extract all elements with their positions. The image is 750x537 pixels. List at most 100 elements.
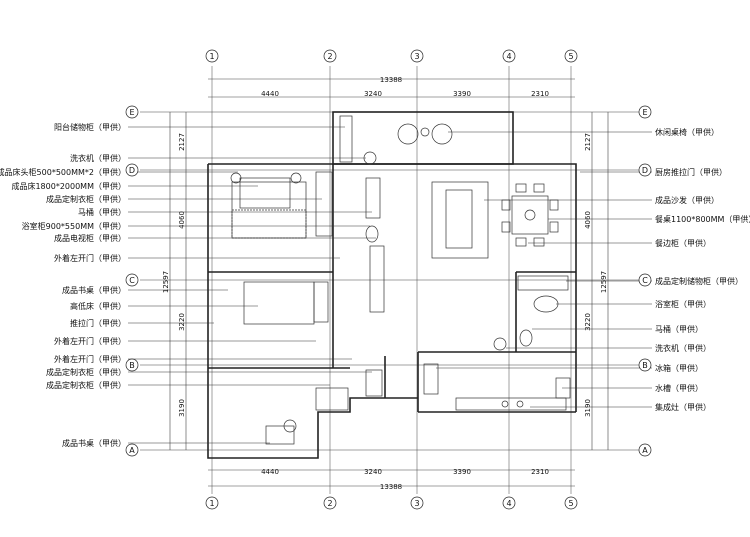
grid-column-bottom-label: 3 xyxy=(414,499,419,508)
grid-row-left-bubble xyxy=(125,273,139,287)
left-annotation-label: 外着左开门（甲供） xyxy=(54,253,126,263)
grid-column-bottom-bubble xyxy=(323,496,337,510)
stove-icon xyxy=(516,400,524,408)
storage-cabinet-icon xyxy=(517,275,569,291)
dim-bottom-2: 3240 xyxy=(364,468,382,476)
wardrobe-icon xyxy=(315,387,349,411)
left-annotation-label: 外着左开门（甲供） xyxy=(54,336,126,346)
right-annotation-label: 成品定制储物柜（甲供） xyxy=(655,276,743,286)
right-annotation-label: 餐桌1100*800MM（甲供） xyxy=(655,214,750,224)
grid-column-top-bubble xyxy=(564,49,578,63)
stove-icon xyxy=(501,400,509,408)
grid-column-top-label: 2 xyxy=(327,52,332,61)
left-annotation-label: 成品定制衣柜（甲供） xyxy=(46,194,126,204)
dim-left-2: 4060 xyxy=(178,211,186,229)
left-annotation-label: 成品书桌（甲供） xyxy=(62,438,126,448)
grid-row-left-label: A xyxy=(129,446,135,455)
grid-column-bottom-bubble xyxy=(502,496,516,510)
dim-left-total: 12597 xyxy=(162,271,170,293)
vanity-icon xyxy=(365,177,381,219)
grid-column-top-bubble xyxy=(205,49,219,63)
nightstand-lamp-icon xyxy=(290,172,302,184)
dim-left-3: 3220 xyxy=(178,313,186,331)
sofa-icon xyxy=(431,181,489,259)
grid-column-top-bubble xyxy=(410,49,424,63)
walls xyxy=(207,111,577,459)
leisure-chair-icon xyxy=(397,123,419,145)
left-annotation-label: 马桶（甲供） xyxy=(78,207,126,217)
toilet-icon xyxy=(519,329,533,347)
left-annotation-label: 成品书桌（甲供） xyxy=(62,285,126,295)
dim-top-3: 3390 xyxy=(453,90,471,98)
grid-row-right-bubble xyxy=(638,443,652,457)
bunk-bed-icon xyxy=(243,281,315,325)
left-annotation-label: 洗衣机（甲供） xyxy=(70,153,126,163)
grid-row-right-label: C xyxy=(642,276,648,285)
grid-row-right-bubble xyxy=(638,273,652,287)
left-annotation-label: 成品电视柜（甲供） xyxy=(54,233,126,243)
right-annotation-label: 水槽（甲供） xyxy=(655,383,703,393)
grid-column-top-label: 3 xyxy=(414,52,419,61)
nightstand-lamp-icon xyxy=(230,172,242,184)
grid-column-bottom-bubble xyxy=(205,496,219,510)
left-annotation-label: 成品床1800*2000MM（甲供） xyxy=(11,181,126,191)
left-annotation-label: 成品定制衣柜（甲供） xyxy=(46,367,126,377)
grid-row-right-label: D xyxy=(642,166,648,175)
toilet-icon xyxy=(365,225,379,243)
left-annotation-label: 高低床（甲供） xyxy=(70,301,126,311)
left-annotation-label: 成品床头柜500*500MM*2（甲供） xyxy=(0,167,126,177)
right-annotation-label: 休闲桌椅（甲供） xyxy=(655,127,719,137)
left-annotation-label: 推拉门（甲供） xyxy=(70,318,126,328)
grid-row-right-bubble xyxy=(638,358,652,372)
right-annotation-label: 餐边柜（甲供） xyxy=(655,238,711,248)
grid-column-top-label: 1 xyxy=(209,52,214,61)
grid-column-bottom-label: 1 xyxy=(209,499,214,508)
grid-row-left-bubble xyxy=(125,443,139,457)
leisure-chair-icon xyxy=(431,123,453,145)
dining-table-icon xyxy=(511,195,549,235)
washbasin-icon xyxy=(533,295,559,313)
grid-row-left-label: E xyxy=(129,108,134,117)
right-annotation-label: 洗衣机（甲供） xyxy=(655,343,711,353)
dimension-lines xyxy=(169,78,609,487)
dim-right-4: 3190 xyxy=(584,399,592,417)
grid-row-left-label: B xyxy=(129,361,135,370)
grid-row-left-bubble xyxy=(125,105,139,119)
grid-column-bottom-bubble xyxy=(564,496,578,510)
wardrobe-icon xyxy=(365,369,383,397)
bed-headboard-icon xyxy=(239,177,291,209)
dim-bottom-3: 3390 xyxy=(453,468,471,476)
study-desk-icon xyxy=(265,425,295,445)
grid-row-left-bubble xyxy=(125,163,139,177)
tv-cabinet-icon xyxy=(369,245,385,313)
dim-left-1: 2127 xyxy=(178,133,186,151)
grid-column-top-bubble xyxy=(502,49,516,63)
grid-row-left-label: D xyxy=(129,166,135,175)
dim-top-1: 4440 xyxy=(261,90,279,98)
right-annotation-label: 成品沙发（甲供） xyxy=(655,195,719,205)
kitchen-counter-icon xyxy=(455,397,567,411)
dim-right-1: 2127 xyxy=(584,133,592,151)
left-annotation-label: 外着左开门（甲供） xyxy=(54,354,126,364)
dim-right-2: 4060 xyxy=(584,211,592,229)
dim-top-4: 2310 xyxy=(531,90,549,98)
study-desk-icon xyxy=(313,281,329,323)
dim-bottom-1: 4440 xyxy=(261,468,279,476)
grid-column-bottom-label: 2 xyxy=(327,499,332,508)
left-annotation-label: 成品定制衣柜（甲供） xyxy=(46,380,126,390)
grid-row-left-bubble xyxy=(125,358,139,372)
left-annotation-label: 阳台储物柜（甲供） xyxy=(54,122,126,132)
dim-top-total: 13388 xyxy=(380,76,402,84)
grid-column-top-label: 5 xyxy=(568,52,573,61)
grid-row-right-label: A xyxy=(642,446,648,455)
right-annotation-label: 浴室柜（甲供） xyxy=(655,299,711,309)
right-annotation-label: 冰箱（甲供） xyxy=(655,363,703,373)
grid-column-top-label: 4 xyxy=(506,52,511,61)
right-annotation-label: 马桶（甲供） xyxy=(655,324,703,334)
dim-left-4: 3190 xyxy=(178,399,186,417)
grid-row-right-label: E xyxy=(642,108,647,117)
leader-lines xyxy=(128,126,652,444)
grid-row-right-bubble xyxy=(638,105,652,119)
leisure-table-icon xyxy=(420,127,430,137)
